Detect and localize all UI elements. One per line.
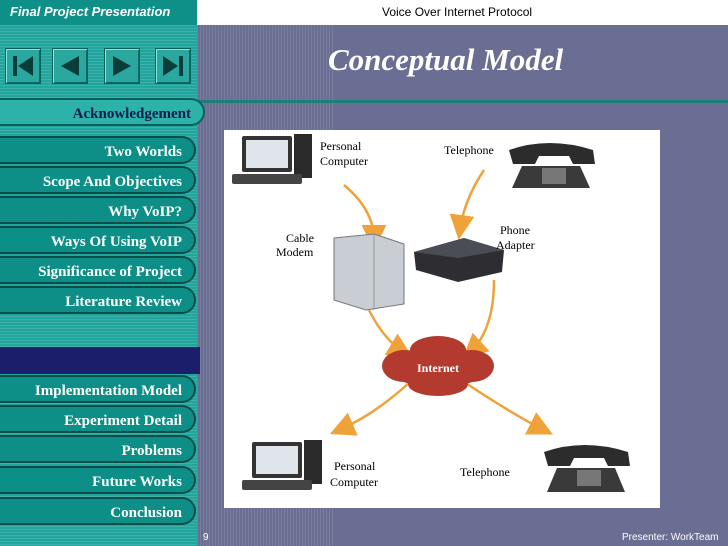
telephone-icon — [544, 445, 630, 492]
diagram-label-pc-top-2: Computer — [320, 154, 368, 168]
skip-forward-icon — [163, 56, 183, 76]
diagram-label-adapter-2: Adapter — [496, 238, 535, 252]
previous-slide-button[interactable] — [52, 48, 88, 84]
arrow-internet-to-pc — [329, 381, 411, 436]
arrow-right-icon — [113, 56, 131, 76]
presenter-label: Presenter: WorkTeam — [622, 532, 719, 543]
first-slide-button[interactable] — [5, 48, 41, 84]
last-slide-button[interactable] — [155, 48, 191, 84]
presentation-title: Final Project Presentation — [10, 4, 171, 19]
diagram-label-modem-1: Cable — [286, 231, 314, 245]
topic-title-bar: Voice Over Internet Protocol — [197, 0, 728, 25]
diagram-label-telephone-bottom: Telephone — [460, 465, 510, 479]
menu-item-ways-of-using-voip[interactable]: Ways Of Using VoIP — [0, 226, 196, 254]
menu-item-why-voip[interactable]: Why VoIP? — [0, 196, 196, 224]
menu-item-future-works[interactable]: Future Works — [0, 466, 196, 494]
diagram-label-pc-bottom-1: Personal — [334, 459, 376, 473]
next-slide-button[interactable] — [104, 48, 140, 84]
menu-item-two-worlds[interactable]: Two Worlds — [0, 136, 196, 164]
diagram-canvas: Personal Computer Telephone Cable Modem … — [232, 134, 630, 492]
diagram-label-adapter-1: Phone — [500, 223, 530, 237]
menu-item-problems[interactable]: Problems — [0, 435, 196, 463]
header-divider — [0, 100, 728, 103]
topic-title: Voice Over Internet Protocol — [382, 5, 533, 19]
computer-icon — [232, 134, 312, 184]
telephone-icon — [509, 143, 595, 188]
diagram-label-telephone-top: Telephone — [444, 143, 494, 157]
skip-back-icon — [13, 56, 33, 76]
cable-modem-icon — [333, 233, 405, 311]
menu-item-acknowledgement[interactable]: Acknowledgement — [0, 98, 205, 126]
menu-item-significance[interactable]: Significance of Project — [0, 256, 196, 284]
computer-icon — [242, 440, 322, 490]
arrow-phone-to-adapter — [449, 169, 486, 240]
phone-adapter-icon — [414, 238, 504, 282]
menu-item-implementation-model[interactable]: Implementation Model — [0, 375, 196, 403]
arrow-modem-to-internet — [367, 309, 413, 358]
arrow-left-icon — [61, 56, 79, 76]
presentation-title-bar: Final Project Presentation — [0, 0, 197, 25]
arrow-internet-to-phone — [463, 380, 553, 435]
menu-item-experiment-detail[interactable]: Experiment Detail — [0, 405, 196, 433]
menu-item-scope-objectives[interactable]: Scope And Objectives — [0, 166, 196, 194]
slide-title: Conceptual Model — [328, 42, 564, 77]
page-number: 9 — [203, 532, 209, 543]
arrow-adapter-to-internet — [462, 279, 496, 359]
arrow-pc-to-modem — [343, 184, 387, 250]
diagram-label-modem-2: Modem — [276, 245, 314, 259]
menu-item-conclusion[interactable]: Conclusion — [0, 497, 196, 525]
diagram-label-pc-bottom-2: Computer — [330, 475, 378, 489]
conceptual-model-diagram: Personal Computer Telephone Cable Modem … — [224, 130, 660, 508]
diagram-label-pc-top-1: Personal — [320, 139, 362, 153]
menu-separator-bar — [0, 347, 200, 374]
menu-item-literature-review[interactable]: Literature Review — [0, 286, 196, 314]
internet-cloud-icon — [382, 336, 494, 396]
diagram-label-internet: Internet — [417, 361, 459, 375]
